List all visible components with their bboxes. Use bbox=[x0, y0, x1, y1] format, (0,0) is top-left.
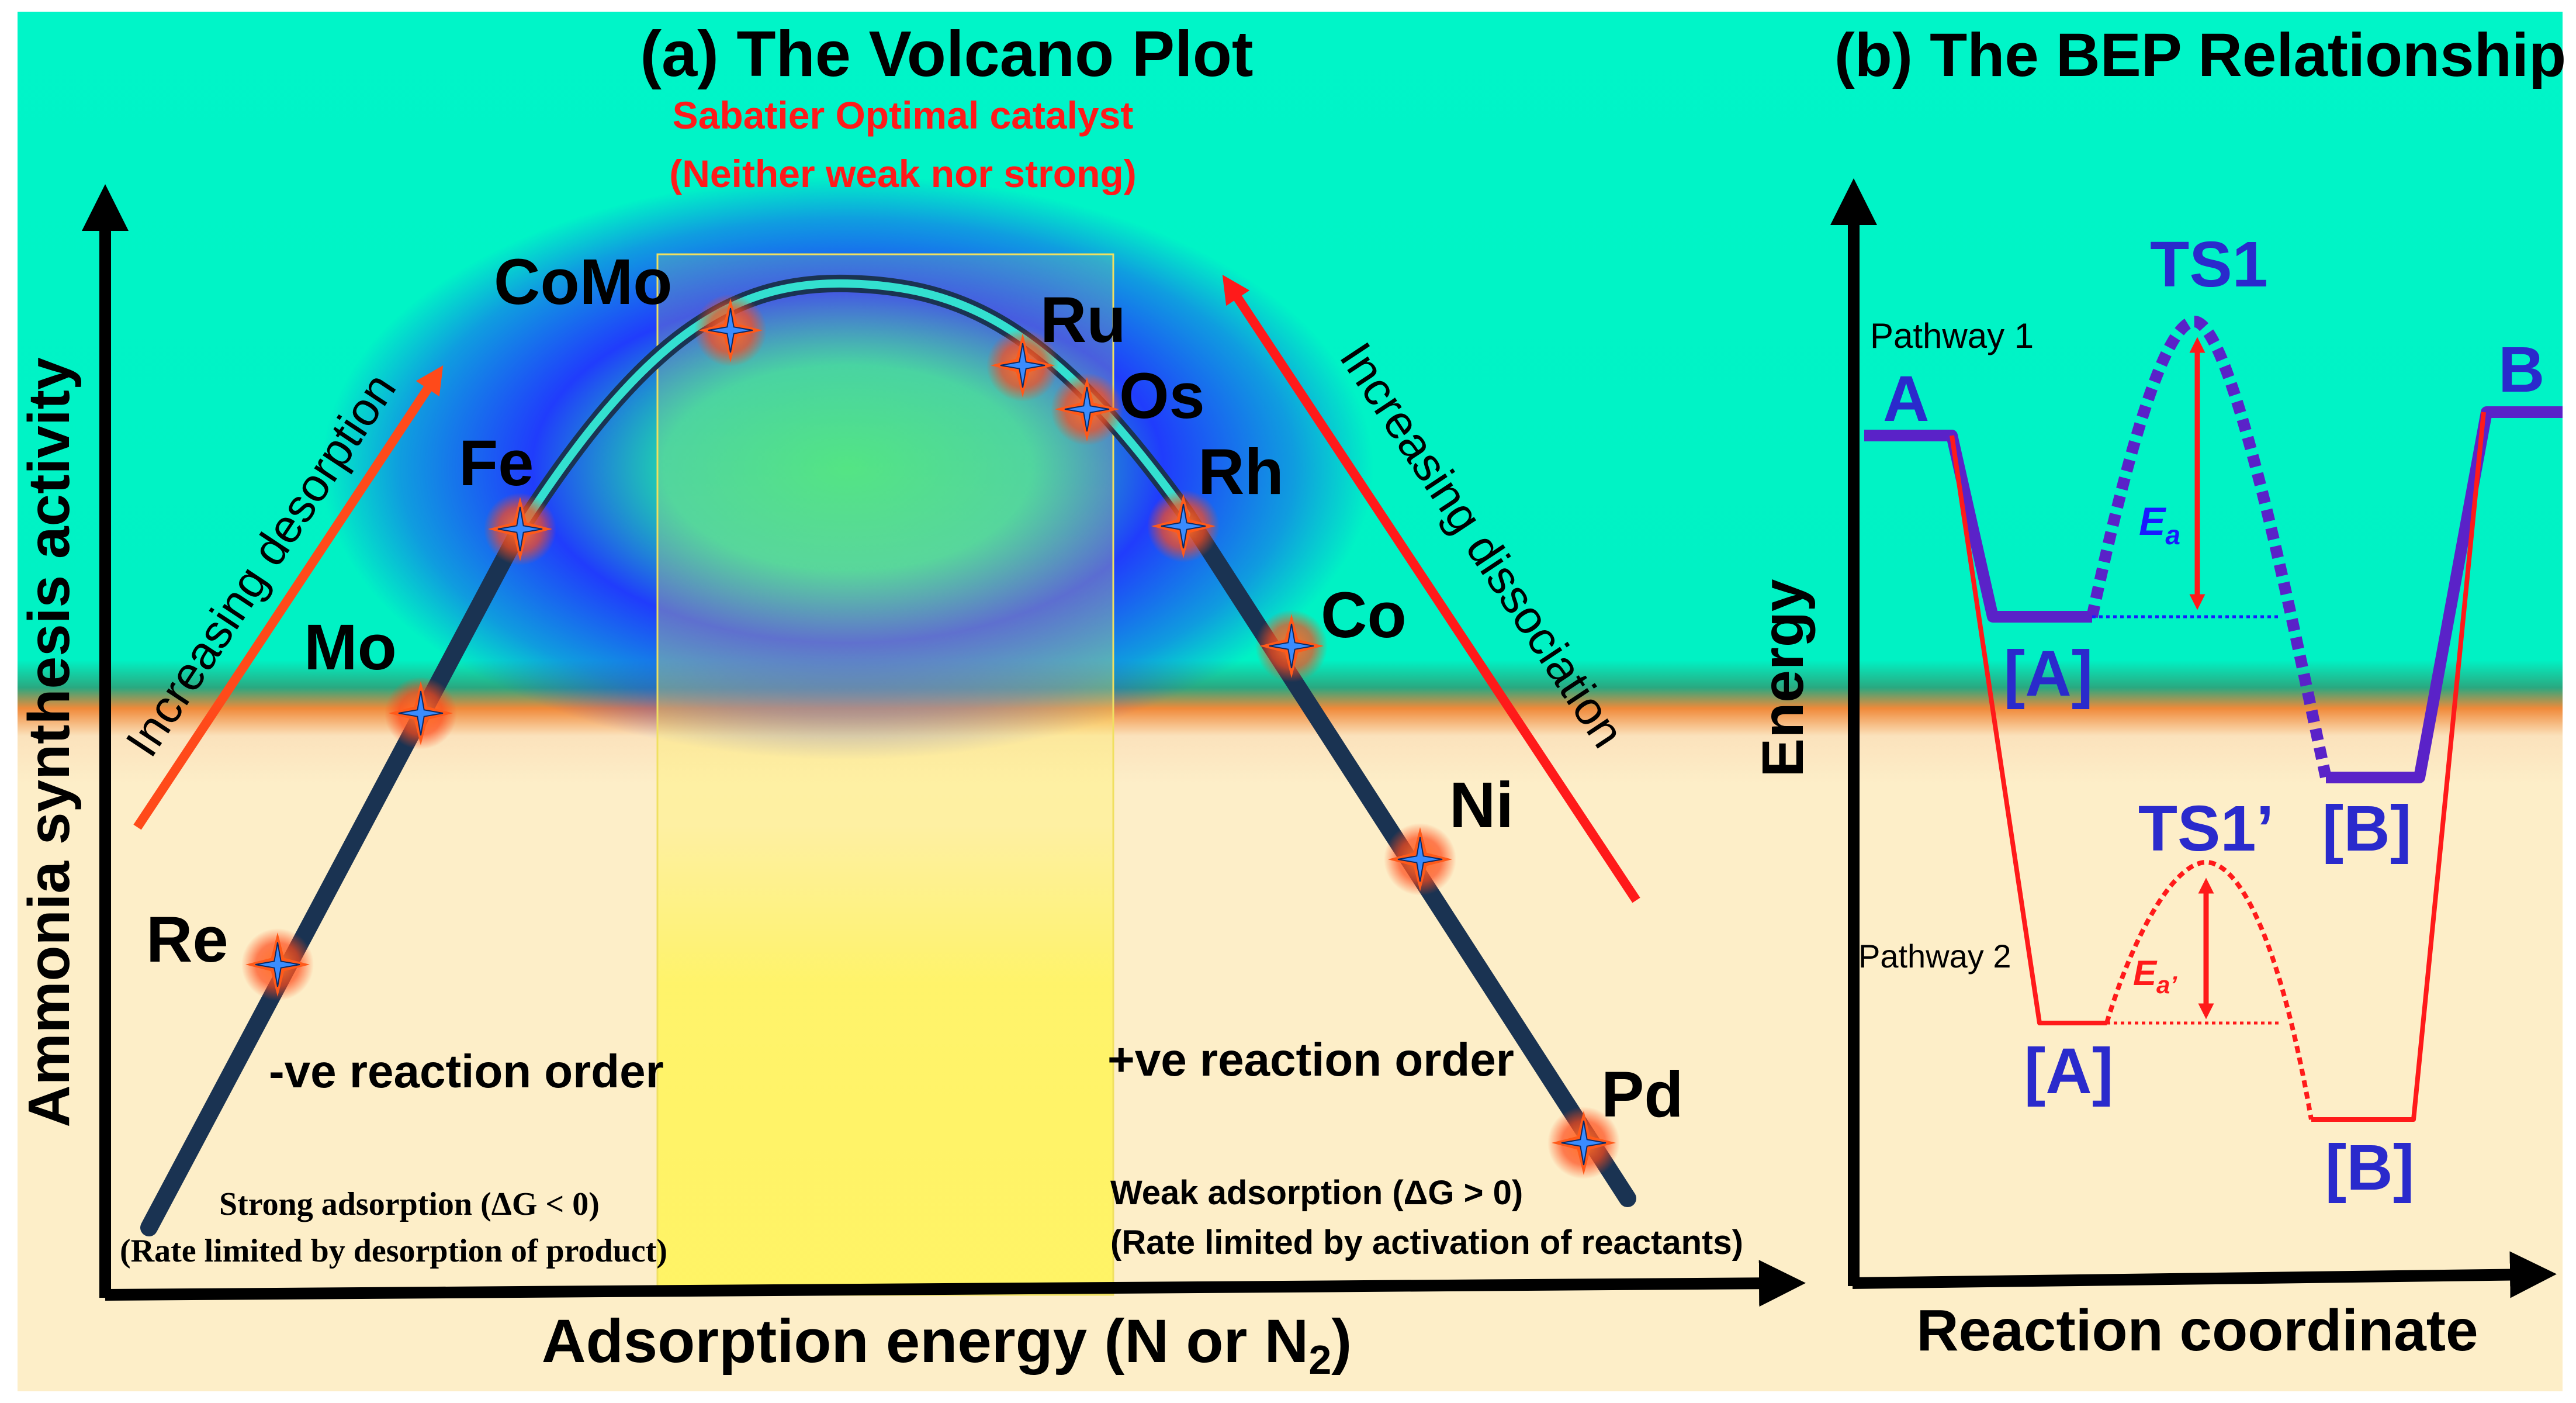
energy-axis-label: Energy bbox=[1750, 579, 1816, 777]
ea-prime-label: Ea’ bbox=[2133, 953, 2177, 998]
pathway-1-label: Pathway 1 bbox=[1870, 316, 2034, 355]
panel-a-y-label: Ammonia synthesis activity bbox=[16, 357, 82, 1128]
panel-a-x-label: Adsorption energy (N or N2) bbox=[542, 1307, 1352, 1383]
positive-order-label: +ve reaction order bbox=[1107, 1034, 1514, 1086]
pathway-2-solid-right bbox=[2311, 412, 2486, 1122]
intermediate-b-1: [B] bbox=[2322, 793, 2412, 865]
intermediate-a-1: [A] bbox=[2004, 638, 2093, 710]
catalyst-marker-ru bbox=[986, 329, 1059, 402]
ea-label: Ea bbox=[2139, 499, 2180, 550]
catalyst-label-co: Co bbox=[1321, 579, 1407, 651]
catalyst-marker-co bbox=[1255, 610, 1328, 682]
catalyst-label-os: Os bbox=[1119, 360, 1205, 432]
catalyst-marker-rh bbox=[1147, 490, 1220, 562]
catalyst-marker-como bbox=[694, 294, 767, 367]
catalyst-label-fe: Fe bbox=[459, 427, 534, 499]
ts1-label: TS1 bbox=[2150, 229, 2268, 300]
panel-b: Ea Ea’ (b) The BEP Relationship Pathway … bbox=[1750, 21, 2566, 1363]
catalyst-marker-mo bbox=[385, 677, 457, 749]
optimal-title-line2: (Neither weak nor strong) bbox=[669, 152, 1136, 195]
volcano-curve-highlight bbox=[516, 279, 1190, 533]
strong-adsorption-line2: (Rate limited by desorption of product) bbox=[120, 1233, 667, 1269]
desorption-arrow bbox=[133, 365, 444, 830]
pathway-2-barrier bbox=[2104, 859, 2314, 1120]
panel-b-title: (b) The BEP Relationship bbox=[1834, 21, 2566, 89]
reaction-axis-label: Reaction coordinate bbox=[1916, 1298, 2478, 1363]
state-b-label: B bbox=[2498, 334, 2544, 406]
ts1-prime-label: TS1’ bbox=[2138, 793, 2274, 865]
catalyst-markers bbox=[241, 294, 1620, 1179]
weak-adsorption-line2: (Rate limited by activation of reactants… bbox=[1110, 1224, 1743, 1262]
weak-adsorption-line1: Weak adsorption (ΔG > 0) bbox=[1110, 1174, 1523, 1212]
catalyst-label-ni: Ni bbox=[1449, 769, 1514, 841]
dissociation-arrow bbox=[1222, 274, 1640, 903]
catalyst-marker-fe bbox=[484, 493, 556, 565]
negative-order-label: -ve reaction order bbox=[269, 1045, 664, 1097]
pathway-2-label: Pathway 2 bbox=[1858, 938, 2011, 975]
catalyst-label-mo: Mo bbox=[304, 611, 397, 683]
pathway-1-solid-left bbox=[1864, 430, 2092, 623]
optimal-zone bbox=[656, 253, 1114, 1296]
pathway-1-solid-right bbox=[2326, 406, 2563, 783]
pathway-1-barrier bbox=[2086, 315, 2332, 779]
catalyst-marker-pd bbox=[1547, 1107, 1620, 1179]
catalyst-marker-os bbox=[1051, 373, 1123, 445]
intermediate-b-2: [B] bbox=[2325, 1132, 2415, 1204]
panel-a-title: (a) The Volcano Plot bbox=[640, 18, 1253, 90]
optimal-title-line1: Sabatier Optimal catalyst bbox=[673, 94, 1134, 137]
catalyst-label-como: CoMo bbox=[494, 246, 672, 318]
pathway-2-solid-left bbox=[1950, 435, 2107, 1025]
state-a-label: A bbox=[1883, 363, 1929, 435]
x-axis bbox=[105, 1260, 1806, 1307]
catalyst-marker-ni bbox=[1384, 823, 1456, 896]
catalyst-label-pd: Pd bbox=[1601, 1059, 1684, 1131]
reaction-axis bbox=[1852, 1251, 2557, 1298]
intermediate-a-2: [A] bbox=[2024, 1035, 2114, 1107]
catalyst-marker-re bbox=[241, 928, 314, 1001]
catalyst-label-rh: Rh bbox=[1198, 436, 1284, 508]
catalyst-label-ru: Ru bbox=[1040, 284, 1126, 356]
catalyst-label-re: Re bbox=[146, 904, 228, 976]
strong-adsorption-line1: Strong adsorption (ΔG < 0) bbox=[219, 1186, 600, 1222]
